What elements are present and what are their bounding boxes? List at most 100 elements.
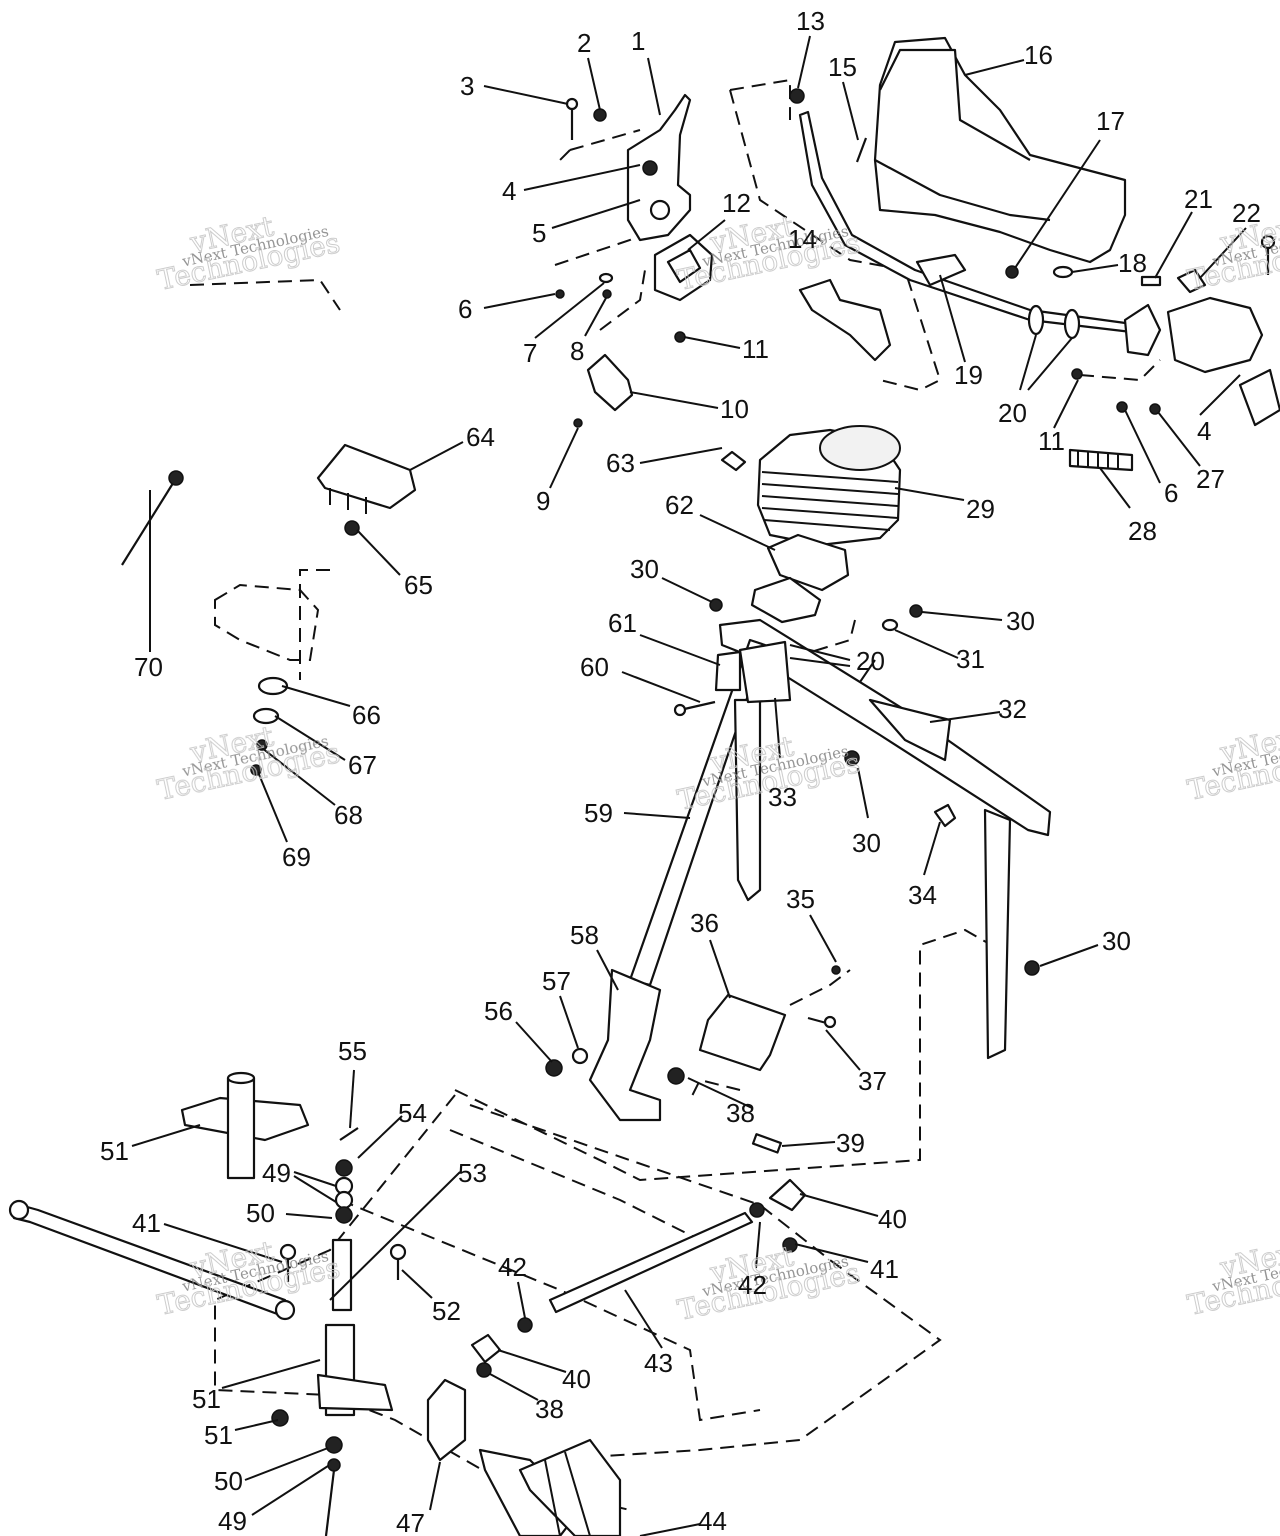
switch-part-65: [316, 443, 417, 510]
callout-56: 55: [338, 1036, 367, 1066]
pad-part-10: [586, 353, 634, 412]
callout-41a: 41: [870, 1254, 899, 1284]
callout-20b: 20: [856, 646, 885, 676]
bracket-part-19: [798, 278, 892, 362]
callout-32: 32: [998, 694, 1027, 724]
callout-18: 18: [1118, 248, 1147, 278]
callout-38b: 38: [535, 1394, 564, 1424]
washer-part-67: [257, 676, 289, 696]
callout-38a: 38: [726, 1098, 755, 1128]
tie-rod-part-43: [548, 1211, 754, 1314]
spindle-part-47: [426, 1378, 467, 1462]
callout-52a: 51: [100, 1136, 129, 1166]
channel-post: [983, 808, 1012, 1060]
callout-1: 1: [631, 26, 645, 56]
callout-70: 69: [282, 842, 311, 872]
callout-33: 33: [768, 782, 797, 812]
callout-21: 21: [1184, 184, 1213, 214]
bracket-part-1: [626, 93, 692, 242]
callout-5: 5: [532, 218, 546, 248]
callout-19: 19: [954, 360, 983, 390]
callout-49b: 49: [218, 1506, 247, 1536]
callout-61: 60: [580, 652, 609, 682]
callout-42b: 42: [498, 1252, 527, 1282]
callout-62: 61: [608, 608, 637, 638]
callout-68: 67: [348, 750, 377, 780]
callout-64: 63: [606, 448, 635, 478]
callout-4b: 4: [1197, 416, 1211, 446]
callout-4: 4: [502, 176, 516, 206]
callout-55: 54: [398, 1098, 427, 1128]
callout-13: 13: [796, 6, 825, 36]
callout-16: 16: [1024, 40, 1053, 70]
end-cap-part-13: [789, 88, 805, 104]
callout-20a: 20: [998, 398, 1027, 428]
callout-7: 7: [523, 338, 537, 368]
callout-69: 68: [334, 800, 363, 830]
callout-39: 39: [836, 1128, 865, 1158]
chassis-outline: [189, 78, 1161, 1511]
spring-part-28: [1068, 448, 1134, 472]
callout-28: 28: [1128, 516, 1157, 546]
callout-47: 47: [396, 1508, 425, 1536]
callout-15: 15: [828, 52, 857, 82]
callout-49a: 49: [262, 1158, 291, 1188]
callout-34: 34: [908, 880, 937, 910]
clamp-part-63: [766, 533, 850, 592]
watermarks: vNext vNext Technologies Technologies vN…: [154, 209, 1280, 1328]
upper-assembly: [586, 36, 1280, 472]
collar-part-33: [738, 640, 792, 704]
plate-part-36: [698, 993, 787, 1072]
rod-part-71: [121, 479, 176, 566]
callout-53: 52: [432, 1296, 461, 1326]
callout-31: 31: [956, 644, 985, 674]
callout-6b: 6: [1164, 478, 1178, 508]
callout-30c: 30: [852, 828, 881, 858]
callout-60: 59: [584, 798, 613, 828]
callout-11a: 11: [742, 334, 769, 364]
callout-12: 12: [722, 188, 751, 218]
bushing-part-5: [642, 160, 658, 176]
callout-52b: 51: [192, 1384, 221, 1414]
washer-part-68: [252, 707, 280, 725]
callout-71: 70: [134, 652, 163, 682]
callout-6: 6: [458, 294, 472, 324]
callout-54: 53: [458, 1158, 487, 1188]
callout-58: 57: [542, 966, 571, 996]
callout-66: 65: [404, 570, 433, 600]
lower-linkage: [8, 97, 1276, 1536]
callout-30a: 30: [630, 554, 659, 584]
callout-57: 56: [484, 996, 513, 1026]
arm-part-40: [768, 1178, 807, 1212]
bracket-part-59: [588, 968, 662, 1122]
callout-59: 58: [570, 920, 599, 950]
callout-63: 62: [665, 490, 694, 520]
callout-51b: 51: [204, 1420, 233, 1450]
column-assembly: [588, 425, 1052, 1122]
callout-35: 35: [786, 884, 815, 914]
callout-41b: 41: [132, 1208, 161, 1238]
callout-30d: 30: [1102, 926, 1131, 956]
callout-8: 8: [570, 336, 584, 366]
callout-37: 37: [858, 1066, 887, 1096]
callout-22: 22: [1232, 198, 1261, 228]
callout-3: 3: [460, 71, 474, 101]
callout-42a: 42: [738, 1270, 767, 1300]
callout-50b: 50: [214, 1466, 243, 1496]
callout-29: 29: [966, 494, 995, 524]
callout-30b: 30: [1006, 606, 1035, 636]
callout-numbers: 1 2 3 4 5 6 7 8 9 10 11 12 13 14 15 16 1…: [100, 6, 1261, 1536]
switch-assembly: [121, 443, 417, 776]
callout-67: 66: [352, 700, 381, 730]
callout-36: 36: [690, 908, 719, 938]
callout-40a: 40: [878, 1204, 907, 1234]
callout-14: 14: [788, 224, 817, 254]
callout-44: 44: [698, 1506, 727, 1536]
callout-11b: 11: [1038, 426, 1065, 456]
callout-43: 43: [644, 1348, 673, 1378]
callout-9: 9: [536, 486, 550, 516]
callout-40b: 40: [562, 1364, 591, 1394]
housing-part-4: [1166, 296, 1264, 374]
leader-lines: [131, 35, 1247, 1536]
